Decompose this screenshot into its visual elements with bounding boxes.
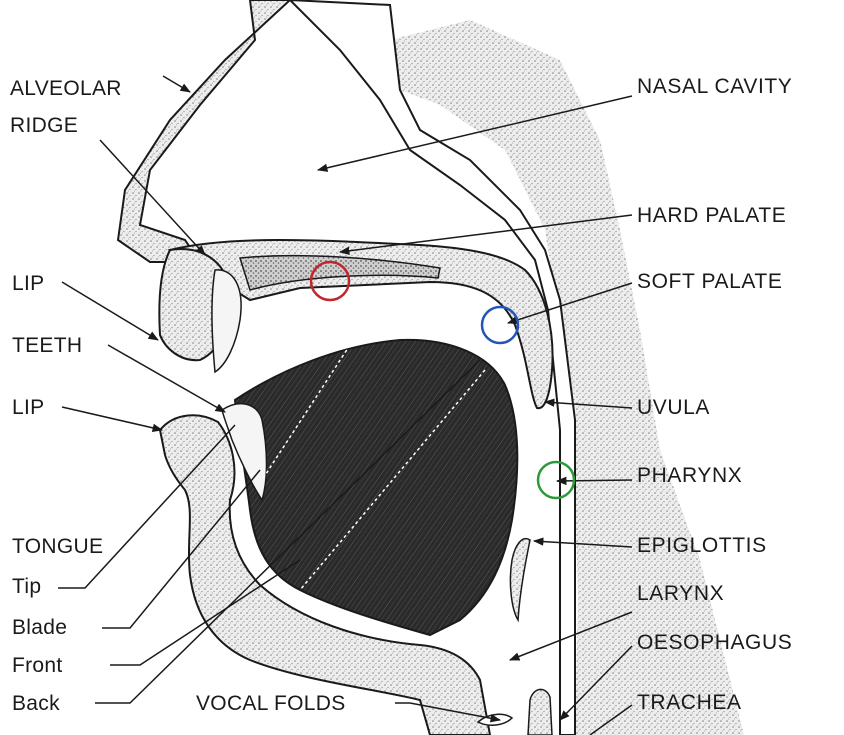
- label-soft-palate: SOFT PALATE: [637, 271, 782, 292]
- trachea-shape: [528, 689, 552, 735]
- label-teeth: TEETH: [12, 335, 82, 356]
- label-larynx: LARYNX: [637, 583, 724, 604]
- label-epiglottis: EPIGLOTTIS: [637, 535, 767, 556]
- soft-palate-marker: [482, 307, 518, 343]
- label-pharynx: PHARYNX: [637, 465, 742, 486]
- label-tongue: TONGUE: [12, 536, 103, 557]
- label-tongue-blade: Blade: [12, 617, 67, 638]
- label-nasal-cavity: NASAL CAVITY: [637, 76, 792, 97]
- label-uvula: UVULA: [637, 397, 710, 418]
- label-trachea: TRACHEA: [637, 692, 742, 713]
- upper-teeth: [212, 270, 241, 372]
- nasal-bone: [118, 0, 290, 262]
- label-alveolar-ridge-line2: RIDGE: [10, 115, 78, 136]
- label-vocal-folds: VOCAL FOLDS: [196, 693, 346, 714]
- label-tongue-front: Front: [12, 655, 63, 676]
- label-hard-palate: HARD PALATE: [637, 205, 786, 226]
- label-lip-lower: LIP: [12, 397, 44, 418]
- label-alveolar-ridge-line1: ALVEOLAR: [10, 78, 122, 99]
- label-lip-upper: LIP: [12, 273, 44, 294]
- label-oesophagus: OESOPHAGUS: [637, 632, 792, 653]
- tongue: [235, 340, 517, 635]
- label-tongue-tip: Tip: [12, 576, 41, 597]
- epiglottis-shape: [510, 539, 530, 620]
- label-tongue-back: Back: [12, 693, 60, 714]
